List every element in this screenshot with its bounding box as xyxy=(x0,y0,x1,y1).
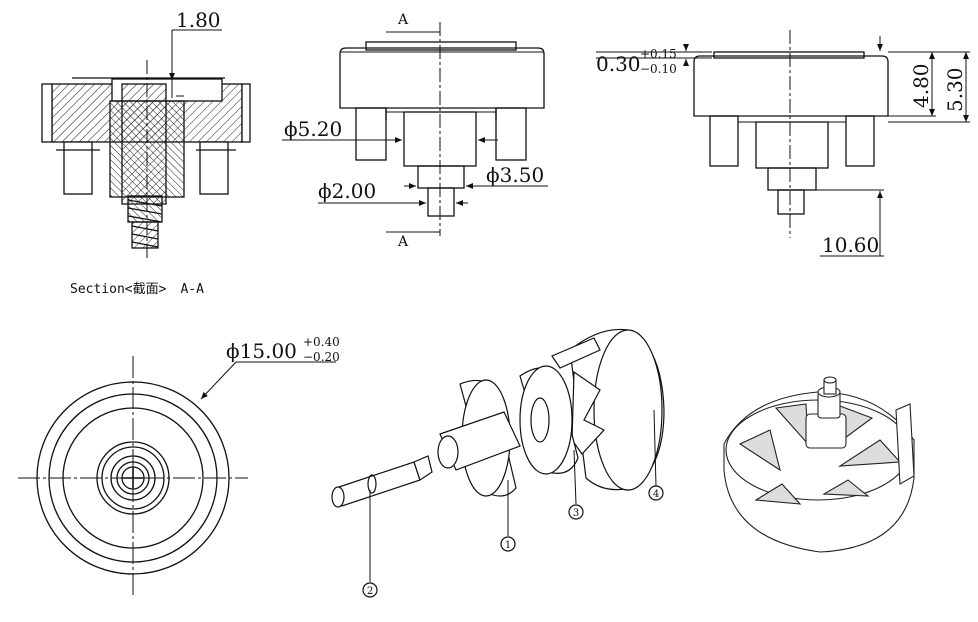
balloon-2: 2 xyxy=(367,586,373,597)
top-view xyxy=(18,356,336,596)
dim-1-80: 1.80 xyxy=(176,8,221,32)
balloon-1: 1 xyxy=(505,540,511,551)
dim-phi-2-00: ϕ2.00 xyxy=(318,179,376,203)
tol-0-30-upper: +0.15 xyxy=(640,47,677,61)
part-2-shaft xyxy=(331,455,433,508)
dim-5-30: 5.30 xyxy=(943,67,967,112)
dim-0-30: 0.30 xyxy=(596,52,641,76)
balloon-3: 3 xyxy=(573,508,579,519)
section-caption: Section<截面>A-A xyxy=(70,282,204,297)
tol-0-30-lower: −0.10 xyxy=(640,62,677,76)
section-mark-a-top: A xyxy=(397,12,409,28)
part-3-disc xyxy=(519,365,579,475)
front-view xyxy=(282,22,548,236)
section-mark-a-bottom: A xyxy=(397,234,409,250)
part-4-housing xyxy=(551,328,665,491)
balloon-4: 4 xyxy=(653,489,659,500)
tol-15-00-lower: −0.20 xyxy=(303,350,340,364)
exploded-view xyxy=(331,328,665,598)
side-view xyxy=(596,30,970,257)
tol-15-00-upper: +0.40 xyxy=(303,335,340,349)
dim-phi-15-00: ϕ15.00 xyxy=(226,339,297,363)
dim-phi-3-50: ϕ3.50 xyxy=(486,163,544,187)
part-1-rotor xyxy=(437,379,521,497)
dim-4-80: 4.80 xyxy=(909,63,933,108)
dim-10-60: 10.60 xyxy=(822,233,879,257)
dim-phi-5-20: ϕ5.20 xyxy=(284,117,342,141)
isometric-view xyxy=(723,376,915,553)
section-view xyxy=(41,29,251,258)
